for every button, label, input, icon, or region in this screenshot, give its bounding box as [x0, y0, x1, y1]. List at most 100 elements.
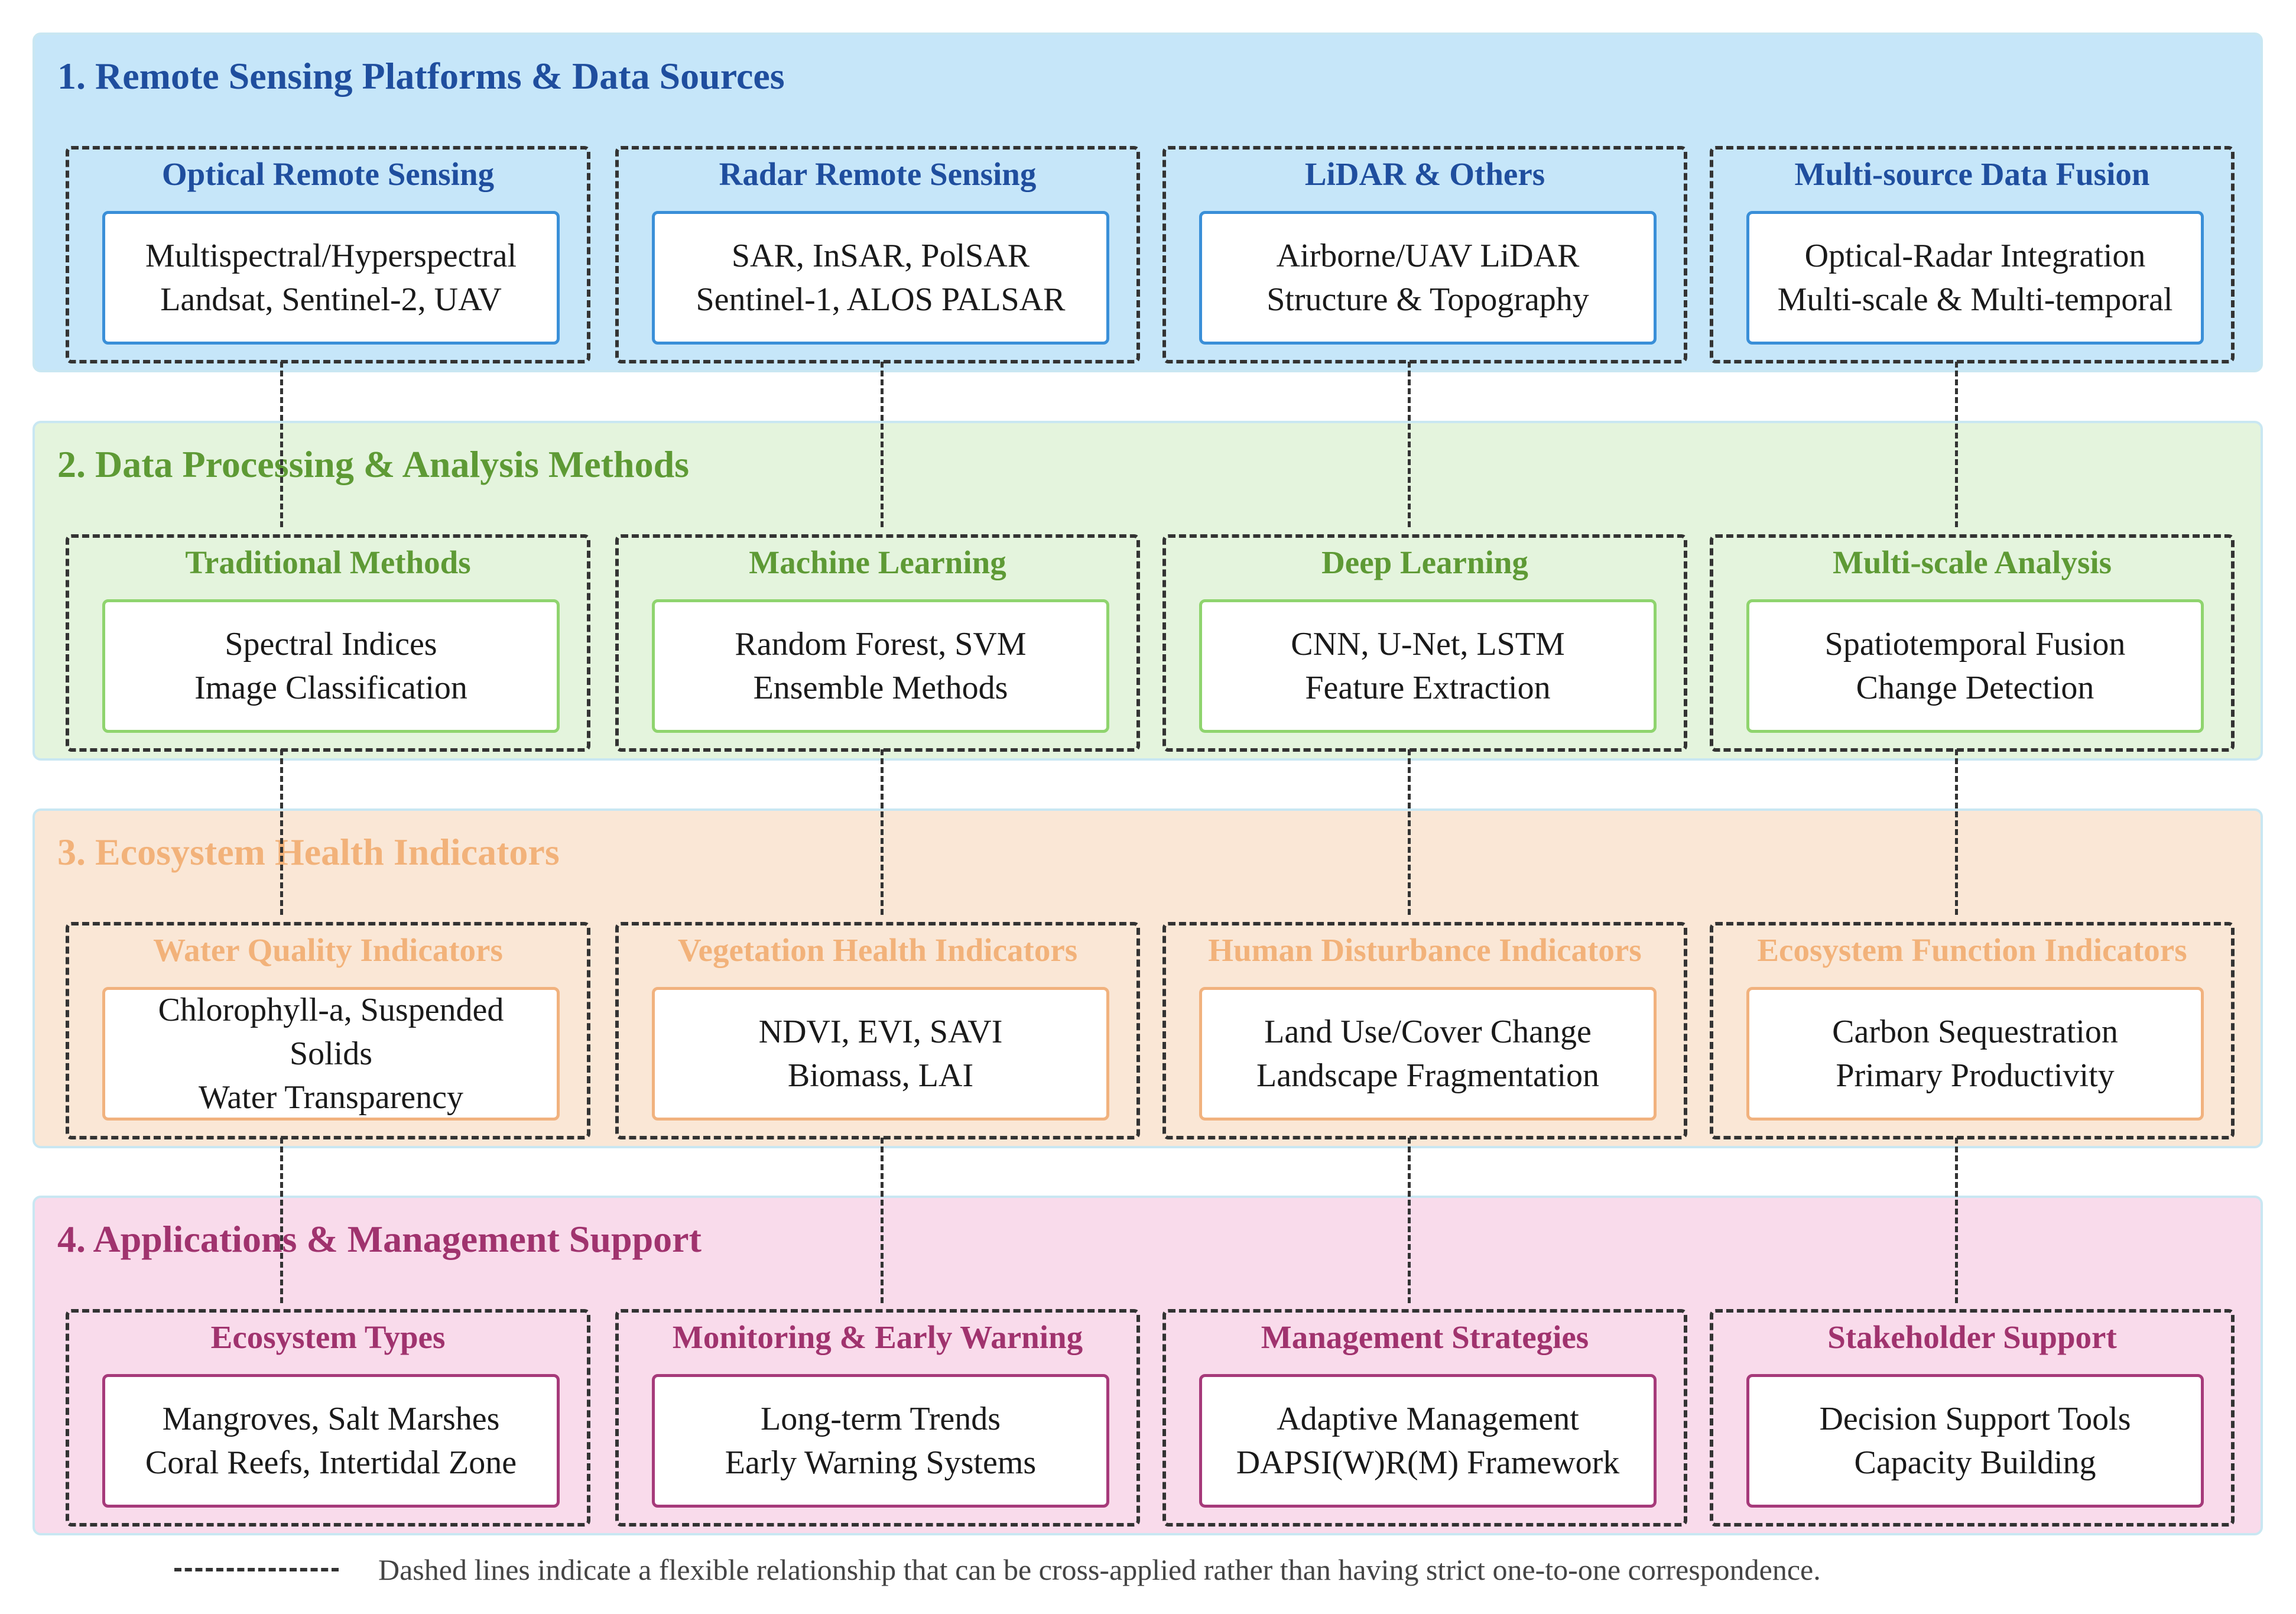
group-monitoring: Monitoring & Early Warning Long-term Tre… — [615, 1309, 1140, 1527]
group-deep-learning: Deep Learning CNN, U-Net, LSTM Feature E… — [1162, 534, 1687, 752]
card-line: Structure & Topography — [1266, 281, 1589, 318]
group-card: Carbon Sequestration Primary Productivit… — [1746, 987, 2204, 1121]
legend-dashed-line — [174, 1568, 339, 1571]
connector-line — [1408, 1138, 1411, 1303]
group-card: Land Use/Cover Change Landscape Fragment… — [1199, 987, 1657, 1121]
card-line: NDVI, EVI, SAVI — [758, 1014, 1003, 1050]
layer-title: 2. Data Processing & Analysis Methods — [57, 443, 690, 485]
group-water-quality: Water Quality Indicators Chlorophyll-a, … — [66, 922, 590, 1139]
group-title: Machine Learning — [749, 544, 1006, 580]
card-line: Decision Support Tools — [1819, 1401, 2131, 1437]
card-line: CNN, U-Net, LSTM — [1291, 626, 1565, 663]
card-line: Image Classification — [194, 670, 467, 706]
group-ecosystem-types: Ecosystem Types Mangroves, Salt Marshes … — [66, 1309, 590, 1527]
card-line: Carbon Sequestration — [1832, 1014, 2118, 1050]
layer-data-processing: 2. Data Processing & Analysis Methods Tr… — [33, 421, 2263, 761]
group-card: Chlorophyll-a, Suspended Solids Water Tr… — [102, 987, 560, 1121]
group-card: NDVI, EVI, SAVI Biomass, LAI — [652, 987, 1109, 1121]
connector-line — [280, 362, 283, 527]
group-ecosystem-function: Ecosystem Function Indicators Carbon Seq… — [1710, 922, 2235, 1139]
group-multi-scale-analysis: Multi-scale Analysis Spatiotemporal Fusi… — [1710, 534, 2235, 752]
group-card: Airborne/UAV LiDAR Structure & Topograph… — [1199, 211, 1657, 345]
group-title: Vegetation Health Indicators — [677, 932, 1078, 968]
group-traditional-methods: Traditional Methods Spectral Indices Ima… — [66, 534, 590, 752]
group-card: Mangroves, Salt Marshes Coral Reefs, Int… — [102, 1374, 560, 1508]
card-line: Multispectral/Hyperspectral — [145, 238, 517, 274]
group-title: Management Strategies — [1261, 1319, 1589, 1355]
card-line: Long-term Trends — [761, 1401, 1001, 1437]
connector-line — [1408, 749, 1411, 915]
card-line: Biomass, LAI — [787, 1057, 974, 1094]
connector-line — [280, 1138, 283, 1303]
card-line: Mangroves, Salt Marshes — [162, 1401, 500, 1437]
card-line: Feature Extraction — [1305, 670, 1551, 706]
connector-line — [1955, 362, 1958, 527]
card-line: Adaptive Management — [1277, 1401, 1579, 1437]
group-card: Spatiotemporal Fusion Change Detection — [1746, 599, 2204, 733]
card-line: Multi-scale & Multi-temporal — [1777, 281, 2173, 318]
connector-line — [881, 1138, 884, 1303]
group-card: Random Forest, SVM Ensemble Methods — [652, 599, 1109, 733]
group-vegetation-health: Vegetation Health Indicators NDVI, EVI, … — [615, 922, 1140, 1139]
card-line: Change Detection — [1856, 670, 2094, 706]
group-data-fusion: Multi-source Data Fusion Optical-Radar I… — [1710, 146, 2235, 363]
card-line: Coral Reefs, Intertidal Zone — [145, 1444, 517, 1481]
card-line: Spatiotemporal Fusion — [1824, 626, 2126, 663]
group-title: LiDAR & Others — [1304, 156, 1545, 192]
group-card: CNN, U-Net, LSTM Feature Extraction — [1199, 599, 1657, 733]
layer-applications: 4. Applications & Management Support Eco… — [33, 1196, 2263, 1535]
connector-line — [280, 749, 283, 915]
layer-title: 3. Ecosystem Health Indicators — [57, 831, 560, 873]
layer-title: 1. Remote Sensing Platforms & Data Sourc… — [57, 55, 785, 97]
group-title: Stakeholder Support — [1827, 1319, 2117, 1355]
card-line: Landsat, Sentinel-2, UAV — [160, 281, 502, 318]
group-radar: Radar Remote Sensing SAR, InSAR, PolSAR … — [615, 146, 1140, 363]
group-card: Long-term Trends Early Warning Systems — [652, 1374, 1109, 1508]
group-human-disturbance: Human Disturbance Indicators Land Use/Co… — [1162, 922, 1687, 1139]
card-line: Chlorophyll-a, Suspended Solids — [158, 992, 504, 1072]
group-stakeholder-support: Stakeholder Support Decision Support Too… — [1710, 1309, 2235, 1527]
card-line: Capacity Building — [1854, 1444, 2096, 1481]
group-card: Adaptive Management DAPSI(W)R(M) Framewo… — [1199, 1374, 1657, 1508]
card-line: DAPSI(W)R(M) Framework — [1236, 1444, 1620, 1481]
connector-line — [1408, 362, 1411, 527]
group-management-strategies: Management Strategies Adaptive Managemen… — [1162, 1309, 1687, 1527]
connector-line — [881, 362, 884, 527]
layer-title: 4. Applications & Management Support — [57, 1218, 702, 1260]
group-title: Water Quality Indicators — [153, 932, 503, 968]
card-line: Spectral Indices — [225, 626, 437, 663]
group-card: Multispectral/Hyperspectral Landsat, Sen… — [102, 211, 560, 345]
group-card: Optical-Radar Integration Multi-scale & … — [1746, 211, 2204, 345]
connector-line — [881, 749, 884, 915]
group-title: Monitoring & Early Warning — [672, 1319, 1083, 1355]
group-title: Radar Remote Sensing — [719, 156, 1037, 192]
card-line: Optical-Radar Integration — [1804, 238, 2146, 274]
group-card: Spectral Indices Image Classification — [102, 599, 560, 733]
group-title: Ecosystem Function Indicators — [1757, 932, 2187, 968]
connector-line — [1955, 1138, 1958, 1303]
card-line: Early Warning Systems — [725, 1444, 1037, 1481]
connector-line — [1955, 749, 1958, 915]
group-optical: Optical Remote Sensing Multispectral/Hyp… — [66, 146, 590, 363]
group-title: Human Disturbance Indicators — [1208, 932, 1642, 968]
group-card: SAR, InSAR, PolSAR Sentinel-1, ALOS PALS… — [652, 211, 1109, 345]
group-lidar: LiDAR & Others Airborne/UAV LiDAR Struct… — [1162, 146, 1687, 363]
group-machine-learning: Machine Learning Random Forest, SVM Ense… — [615, 534, 1140, 752]
group-title: Optical Remote Sensing — [161, 156, 495, 192]
group-title: Deep Learning — [1321, 544, 1528, 580]
card-line: Random Forest, SVM — [735, 626, 1027, 663]
layer-remote-sensing: 1. Remote Sensing Platforms & Data Sourc… — [33, 33, 2263, 372]
card-line: Airborne/UAV LiDAR — [1276, 238, 1580, 274]
card-line: Sentinel-1, ALOS PALSAR — [696, 281, 1066, 318]
card-line: Landscape Fragmentation — [1256, 1057, 1599, 1094]
card-line: Ensemble Methods — [753, 670, 1008, 706]
group-title: Ecosystem Types — [210, 1319, 446, 1355]
group-title: Multi-scale Analysis — [1832, 544, 2112, 580]
group-title: Multi-source Data Fusion — [1794, 156, 2150, 192]
card-line: Primary Productivity — [1836, 1057, 2115, 1094]
legend-text: Dashed lines indicate a flexible relatio… — [378, 1553, 1821, 1586]
group-card: Decision Support Tools Capacity Building — [1746, 1374, 2204, 1508]
group-title: Traditional Methods — [185, 544, 471, 580]
layer-ecosystem-health: 3. Ecosystem Health Indicators Water Qua… — [33, 808, 2263, 1148]
card-line: Water Transparency — [198, 1079, 464, 1116]
